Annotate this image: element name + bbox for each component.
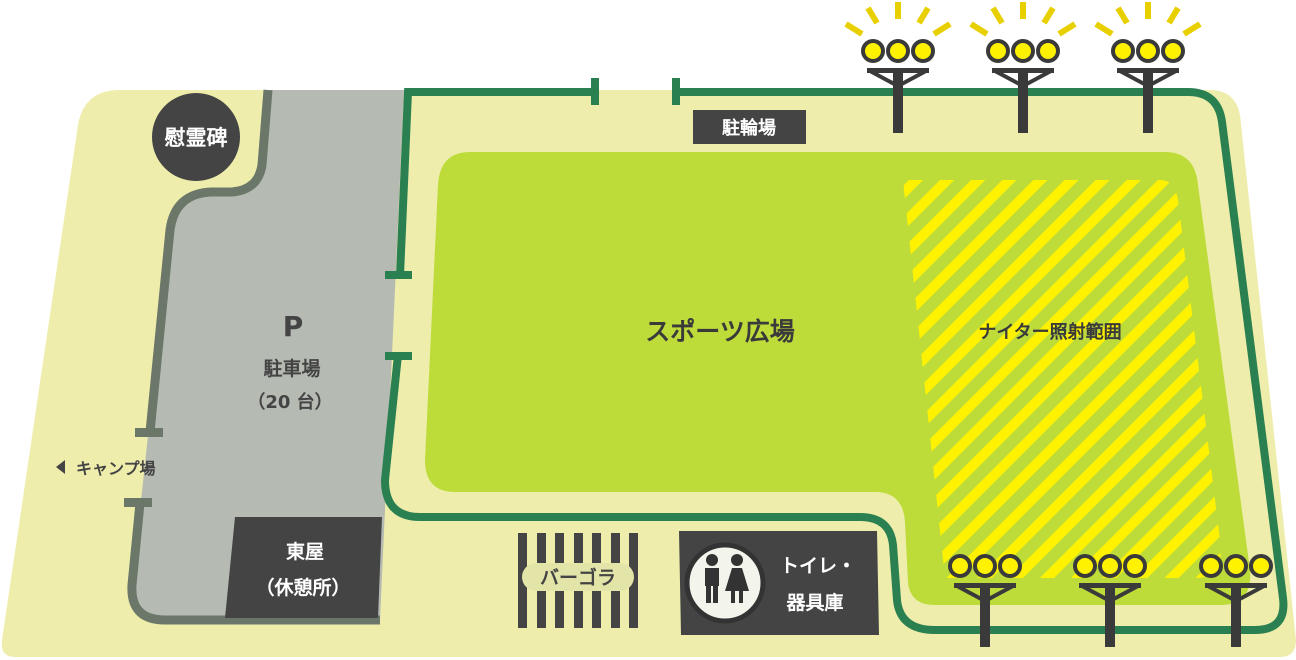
- sports-field-label: スポーツ広場: [645, 317, 795, 346]
- gate-post: [124, 498, 152, 507]
- toilet-storage[interactable]: トイレ・ 器具庫: [679, 531, 879, 635]
- parking-name: 駐車場: [263, 357, 320, 380]
- floodlight-icon: [844, 2, 952, 133]
- pergola[interactable]: バーゴラ: [518, 533, 638, 628]
- bicycle-parking[interactable]: 駐輪場: [693, 110, 806, 144]
- camp-label: キャンプ場: [76, 459, 156, 478]
- parking-symbol: P: [283, 310, 304, 343]
- fence: [380, 78, 1288, 634]
- arbor-rest-area[interactable]: 東屋 （休憩所）: [225, 517, 382, 618]
- storage-label: 器具庫: [785, 591, 843, 614]
- parking-capacity: （20 台）: [247, 391, 332, 413]
- bicycle-parking-label: 駐輪場: [722, 117, 776, 139]
- memorial-label: 慰霊碑: [165, 126, 228, 150]
- floodlight-icon: [1199, 554, 1273, 647]
- floodlight-icon: [1094, 2, 1202, 133]
- floodlight-icon: [948, 554, 1022, 647]
- camp-direction[interactable]: キャンプ場: [56, 459, 156, 478]
- toilet-label: トイレ・: [780, 555, 856, 577]
- triangle-left-icon: [56, 460, 65, 474]
- night-lighting-area: [903, 180, 1221, 578]
- arbor-sublabel: （休憩所）: [255, 576, 350, 599]
- gate-post: [135, 428, 163, 437]
- floodlight-icon: [1073, 554, 1147, 647]
- night-lighting-label: ナイター照射範囲: [978, 321, 1121, 343]
- parking-lot[interactable]: P 駐車場 （20 台）: [124, 89, 404, 625]
- arbor-label: 東屋: [286, 540, 324, 563]
- floodlights: [844, 2, 1273, 647]
- pergola-label: バーゴラ: [540, 566, 616, 589]
- floodlight-icon: [969, 2, 1077, 133]
- restroom-icon: [705, 554, 749, 603]
- memorial[interactable]: 慰霊碑: [152, 93, 240, 181]
